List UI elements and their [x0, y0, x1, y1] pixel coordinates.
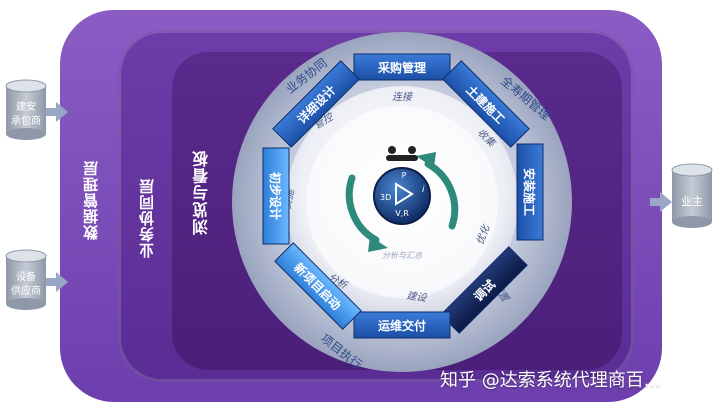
word-build: 建设 — [406, 290, 428, 305]
stage-install: 安装施工 — [516, 143, 544, 241]
watermark: 知乎 @达索系统代理商百... — [440, 370, 661, 391]
people-icon — [386, 146, 418, 161]
supplier-label-2: 供应商 — [11, 284, 41, 297]
owner-database-icon: 业主 — [671, 163, 713, 228]
stage-procurement: 采购管理 — [353, 53, 451, 81]
svg-text:初步设计: 初步设计 — [268, 172, 283, 220]
stage-om: 运维交付 — [353, 311, 451, 339]
contractor-arrow — [46, 102, 68, 122]
svg-text:采购管理: 采购管理 — [377, 60, 426, 75]
supplier-label-1: 设备 — [16, 270, 36, 283]
svg-text:P: P — [402, 171, 407, 180]
svg-text:V,R: V,R — [395, 209, 409, 218]
stage-commission: 调试 — [440, 246, 528, 334]
contractor-label-2: 承包商 — [11, 114, 41, 127]
supplier-database-icon: 设备 供应商 — [5, 249, 47, 310]
contractor-database-icon: 建安 承包商 — [5, 79, 47, 140]
word-connect: 连接 — [392, 91, 414, 103]
owner-label: 业主 — [681, 195, 703, 208]
word-analysis-summary: 分析与汇总 — [382, 251, 422, 260]
svg-text:i: i — [422, 185, 425, 195]
owner-arrow — [650, 192, 672, 212]
svg-text:运维交付: 运维交付 — [378, 318, 426, 333]
cycle-arrows — [345, 160, 459, 244]
svg-text:安装施工: 安装施工 — [522, 168, 537, 216]
svg-text:3D: 3D — [380, 193, 391, 202]
supplier-arrow — [46, 272, 68, 292]
contractor-label-1: 建安 — [16, 100, 36, 113]
cycle-arrowhead-left — [368, 236, 388, 252]
cycle-arrowhead-right — [416, 152, 436, 168]
stage-prelim: 初步设计 — [262, 147, 290, 245]
hub-globe-icon: 3D V,R i P — [373, 167, 431, 225]
